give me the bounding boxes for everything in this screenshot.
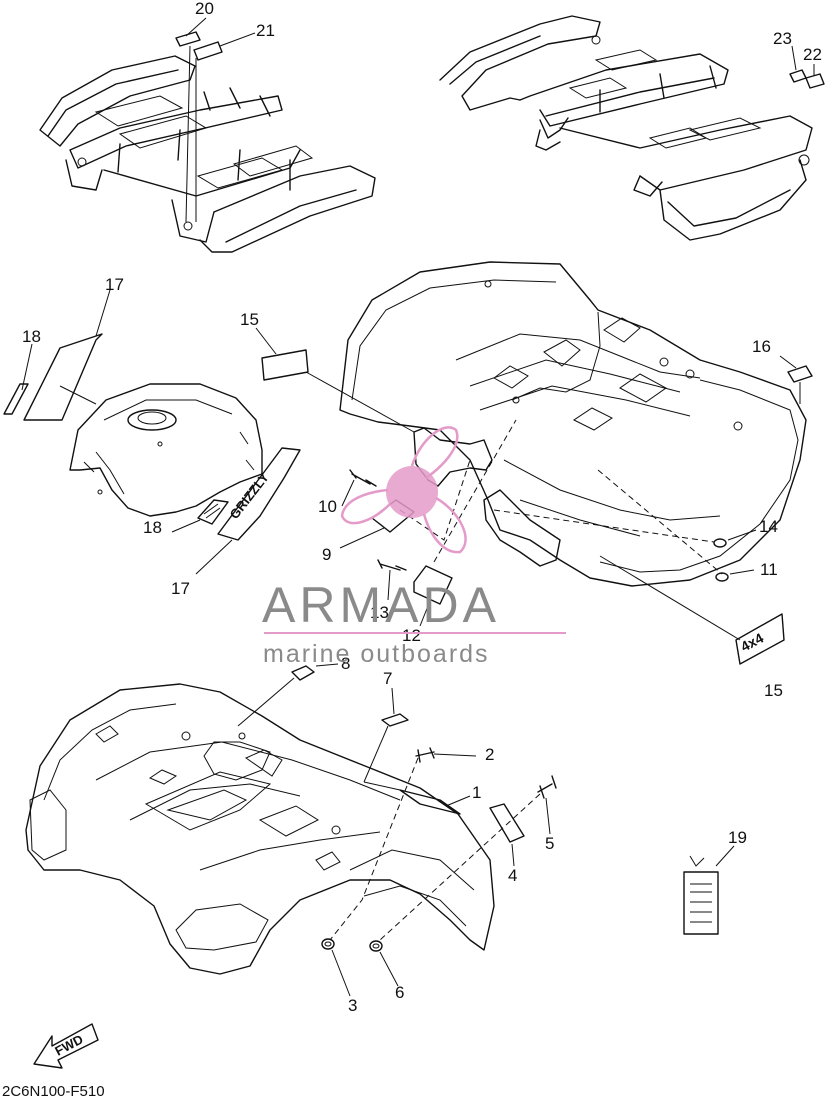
tank-cover xyxy=(69,383,263,517)
decal-15-4x4: 4x4 xyxy=(735,613,785,665)
callout-21: 21 xyxy=(256,21,275,40)
decal-16 xyxy=(787,365,813,383)
decal-23 xyxy=(789,69,807,83)
plate-12 xyxy=(413,565,453,605)
decal-18-upper xyxy=(3,383,29,415)
callout-17-lower: 17 xyxy=(171,579,190,598)
callout-18-lower: 18 xyxy=(143,518,162,537)
decal-20 xyxy=(175,31,201,47)
warning-tag-19 xyxy=(683,855,719,935)
callout-6: 6 xyxy=(395,983,405,1002)
decal-8 xyxy=(291,665,315,681)
callout-5: 5 xyxy=(545,834,555,853)
decal-17-upper xyxy=(23,333,103,421)
callout-15-lower: 15 xyxy=(764,681,783,700)
fwd-arrow-icon: FWD xyxy=(33,1023,99,1069)
rivet-2 xyxy=(415,747,435,763)
callout-1: 1 xyxy=(472,783,482,802)
callout-18-upper: 18 xyxy=(22,327,41,346)
grommet-3 xyxy=(321,938,335,950)
decal-21 xyxy=(193,41,223,61)
decal-17-grizzly: GRIZZLY xyxy=(217,447,301,541)
callout-14: 14 xyxy=(759,517,778,536)
callout-3: 3 xyxy=(348,996,358,1015)
callout-10: 10 xyxy=(318,497,337,516)
bolt-13 xyxy=(377,559,407,571)
armada-logo-icon xyxy=(340,426,467,554)
decal-18-lower xyxy=(197,499,229,525)
bolt-10 xyxy=(349,469,377,487)
decal-15-upper xyxy=(261,349,309,381)
front-fender xyxy=(25,683,495,975)
callout-15-upper: 15 xyxy=(240,310,259,329)
fourbyfour-decal-text: 4x4 xyxy=(738,629,766,654)
rear-fender xyxy=(339,261,807,587)
watermark-rule xyxy=(264,632,566,634)
callout-13: 13 xyxy=(370,603,389,622)
watermark-brand: ARMADA xyxy=(262,577,500,633)
callout-16: 16 xyxy=(752,337,771,356)
callout-19: 19 xyxy=(728,828,747,847)
washer-14 xyxy=(713,538,727,548)
decal-1 xyxy=(399,789,461,815)
decal-4 xyxy=(489,803,525,843)
callout-12: 12 xyxy=(402,626,421,645)
grommet-6 xyxy=(369,940,383,952)
decal-7 xyxy=(381,713,409,727)
callout-17-upper: 17 xyxy=(105,275,124,294)
callout-22: 22 xyxy=(803,45,822,64)
decal-22 xyxy=(805,73,825,89)
callout-2: 2 xyxy=(485,745,495,764)
callout-23: 23 xyxy=(773,29,792,48)
diagram-code: 2C6N100-F510 xyxy=(2,1083,105,1098)
callout-20: 20 xyxy=(195,0,214,18)
grizzly-decal-text: GRIZZLY xyxy=(227,469,273,521)
rivet-5 xyxy=(537,775,557,799)
callout-11: 11 xyxy=(760,560,778,579)
callout-7: 7 xyxy=(383,669,393,688)
callout-8: 8 xyxy=(341,654,351,673)
callout-4: 4 xyxy=(508,866,518,885)
callout-9: 9 xyxy=(322,545,332,564)
watermark-tagline: marine outboards xyxy=(263,640,490,668)
front-carrier-rack xyxy=(39,55,376,253)
washer-11 xyxy=(715,572,729,582)
rear-carrier-rack xyxy=(439,15,813,241)
